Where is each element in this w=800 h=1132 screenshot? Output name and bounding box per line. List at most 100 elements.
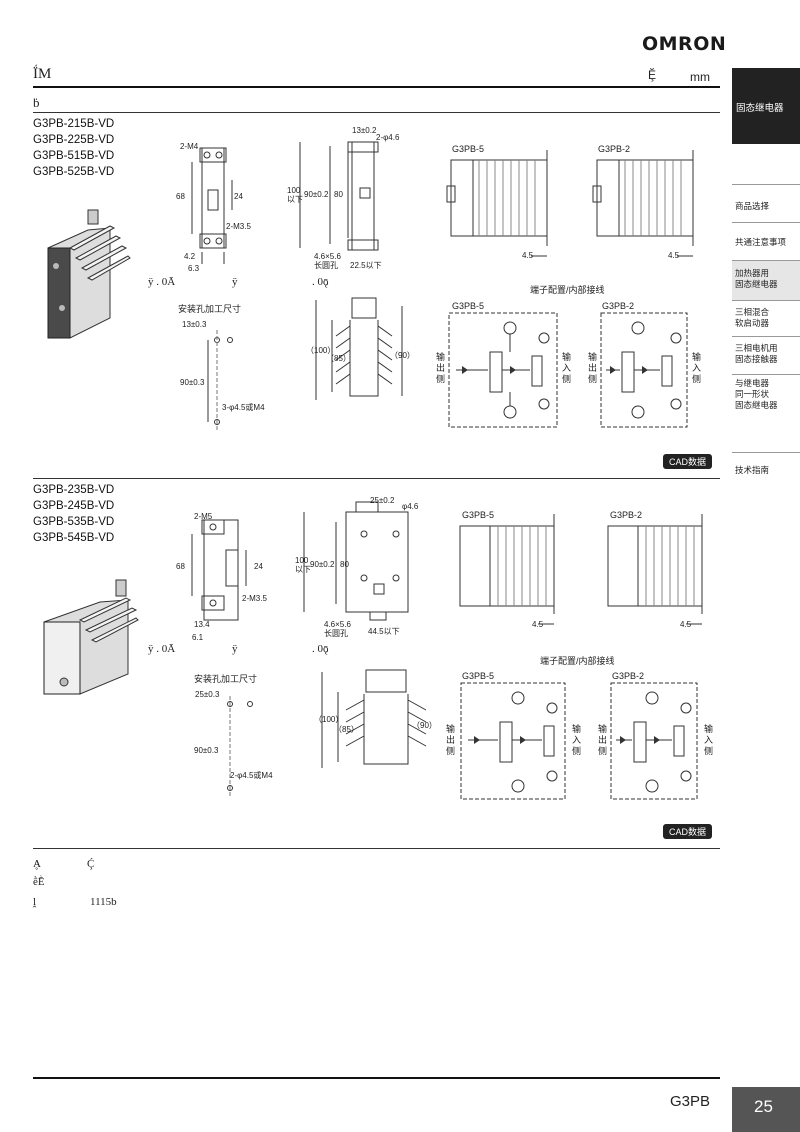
nav-item-heater-ssr[interactable]: 加热器用 固态继电器 bbox=[732, 260, 800, 301]
dim-label: （100） bbox=[306, 346, 336, 355]
nav-item-relay-shape-ssr[interactable]: 与继电器 同一形状 固态继电器 bbox=[732, 374, 800, 415]
page-number: 25 bbox=[754, 1097, 773, 1116]
caption: . 0ǭ bbox=[312, 276, 329, 288]
caption: ÿ bbox=[232, 276, 238, 288]
unit-label: mm bbox=[690, 70, 710, 84]
nav-item-label: 三相电机用 固态接触器 bbox=[735, 343, 778, 364]
note-text: Ḉ bbox=[87, 858, 95, 870]
cad-data-button[interactable]: CAD数据 bbox=[663, 454, 713, 469]
caption: . 0ǭ bbox=[312, 643, 329, 655]
cad-data-button[interactable]: CAD数据 bbox=[663, 824, 713, 839]
dim-label: 4.5 bbox=[668, 251, 680, 260]
terminal-title: 端子配置/内部接线 bbox=[540, 656, 615, 666]
outline-views-1 bbox=[446, 150, 694, 257]
model-name: G3PB-225B-VD bbox=[33, 134, 115, 146]
view-title: G3PB-2 bbox=[598, 144, 631, 154]
dim-label: 13±0.2 bbox=[352, 126, 377, 135]
dim-label: 90±0.3 bbox=[194, 746, 219, 755]
wiring-diagram-1b bbox=[600, 312, 688, 428]
heatsink-view-2 bbox=[321, 669, 427, 768]
outline-views-2 bbox=[459, 514, 703, 625]
product-image-1 bbox=[47, 209, 131, 339]
caption: ÿ . 0Ā bbox=[148, 643, 176, 655]
dim-label: 4.5 bbox=[680, 620, 692, 629]
output-side-label: 输 出 侧 bbox=[446, 724, 456, 756]
dim-label: 90±0.2 bbox=[310, 560, 335, 569]
caption: ÿ . 0Ā bbox=[148, 276, 176, 288]
side-tab-active[interactable]: 固态继电器 bbox=[732, 68, 800, 144]
subsection-rule bbox=[33, 112, 720, 113]
nav-item-label: 与继电器 同一形状 固态继电器 bbox=[735, 378, 778, 410]
heatsink-view-1 bbox=[315, 297, 403, 400]
note-text: Ḁ bbox=[33, 858, 41, 870]
dim-label: 2-M4 bbox=[180, 142, 199, 151]
nav-item-common-notes[interactable]: 共通注意事项 bbox=[732, 222, 800, 261]
view-title: G3PB-5 bbox=[452, 301, 485, 311]
header-rule bbox=[33, 86, 720, 88]
nav-item-product-select[interactable]: 商品选择 bbox=[732, 184, 800, 223]
dim-label: （100） bbox=[314, 715, 344, 724]
dim-label: （90） bbox=[390, 351, 415, 360]
view-title: G3PB-2 bbox=[612, 671, 645, 681]
dim-label: 22.5以下 bbox=[350, 261, 382, 270]
mount-title: 安装孔加工尺寸 bbox=[194, 674, 258, 684]
view-title: G3PB-5 bbox=[462, 671, 495, 681]
side-view-1 bbox=[299, 141, 379, 251]
dim-label: （85） bbox=[326, 354, 351, 363]
nav-item-label: 三相混合 软启动器 bbox=[735, 307, 770, 328]
dim-label: φ4.6 bbox=[402, 502, 419, 511]
mount-title: 安装孔加工尺寸 bbox=[178, 304, 242, 314]
nav-item-label: 技术指南 bbox=[735, 465, 770, 475]
nav-item-tech-guide[interactable]: 技术指南 bbox=[732, 452, 800, 483]
dim-label: 6.3 bbox=[188, 264, 200, 273]
side-tab-label: 固态继电器 bbox=[736, 103, 784, 114]
wiring-diagram-2b bbox=[610, 682, 698, 800]
dim-label: 2-φ4.6 bbox=[376, 133, 400, 142]
model-list-1: G3PB-215B-VD G3PB-225B-VD G3PB-515B-VD G… bbox=[33, 116, 114, 180]
dim-label: 100 以下 bbox=[295, 556, 311, 574]
output-side-label: 输 出 侧 bbox=[598, 724, 608, 756]
omron-logo: OMRON bbox=[642, 33, 727, 55]
dim-label: 68 bbox=[176, 562, 185, 571]
mount-hole-diagram-2 bbox=[227, 696, 253, 796]
dim-label: 2-φ4.5或M4 bbox=[230, 771, 273, 780]
input-side-label: 输 入 侧 bbox=[572, 724, 582, 756]
dim-label: 2-M3.5 bbox=[226, 222, 251, 231]
model-name: G3PB-525B-VD bbox=[33, 166, 115, 178]
footer-rule bbox=[33, 1077, 720, 1079]
dim-label: 4.5 bbox=[522, 251, 534, 260]
group-rule bbox=[33, 478, 720, 479]
dim-label: 2-M5 bbox=[194, 512, 213, 521]
wiring-diagram-1a bbox=[448, 312, 558, 428]
dim-label: 3-φ4.5或M4 bbox=[222, 403, 265, 412]
dim-label: 80 bbox=[334, 190, 343, 199]
dim-label: 4.2 bbox=[184, 252, 196, 261]
page-number-box: 25 bbox=[732, 1087, 800, 1132]
dim-label: 13±0.3 bbox=[182, 320, 207, 329]
nav-item-label: 共通注意事项 bbox=[735, 237, 787, 247]
terminal-title: 端子配置/内部接线 bbox=[530, 285, 605, 295]
nav-item-motor-contactor[interactable]: 三相电机用 固态接触器 bbox=[732, 336, 800, 375]
footer-model: G3PB bbox=[670, 1093, 711, 1110]
dim-label: （90） bbox=[412, 721, 437, 730]
nav-item-soft-starter[interactable]: 三相混合 软启动器 bbox=[732, 300, 800, 337]
model-name: G3PB-215B-VD bbox=[33, 118, 115, 130]
view-title: G3PB-2 bbox=[602, 301, 635, 311]
dim-label: 4.5 bbox=[532, 620, 544, 629]
dim-label: 4.6×5.6 长圆孔 bbox=[324, 620, 351, 638]
model-name: G3PB-245B-VD bbox=[33, 500, 115, 512]
dim-label: 90±0.3 bbox=[180, 378, 205, 387]
input-side-label: 输 入 侧 bbox=[692, 352, 702, 384]
output-side-label: 输 出 侧 bbox=[588, 352, 598, 384]
dim-label: 25±0.3 bbox=[195, 690, 220, 699]
front-view-1 bbox=[191, 147, 233, 264]
dim-label: 4.6×5.6 长圆孔 bbox=[314, 252, 341, 270]
dim-label: （85） bbox=[334, 725, 359, 734]
dim-label: 68 bbox=[176, 192, 185, 201]
input-side-label: 输 入 侧 bbox=[562, 352, 572, 384]
side-view-2 bbox=[303, 501, 409, 621]
subsection-mark: ḃ bbox=[33, 95, 40, 110]
dim-label: 13.4 bbox=[194, 620, 210, 629]
group-rule bbox=[33, 848, 720, 849]
input-side-label: 输 入 侧 bbox=[704, 724, 714, 756]
